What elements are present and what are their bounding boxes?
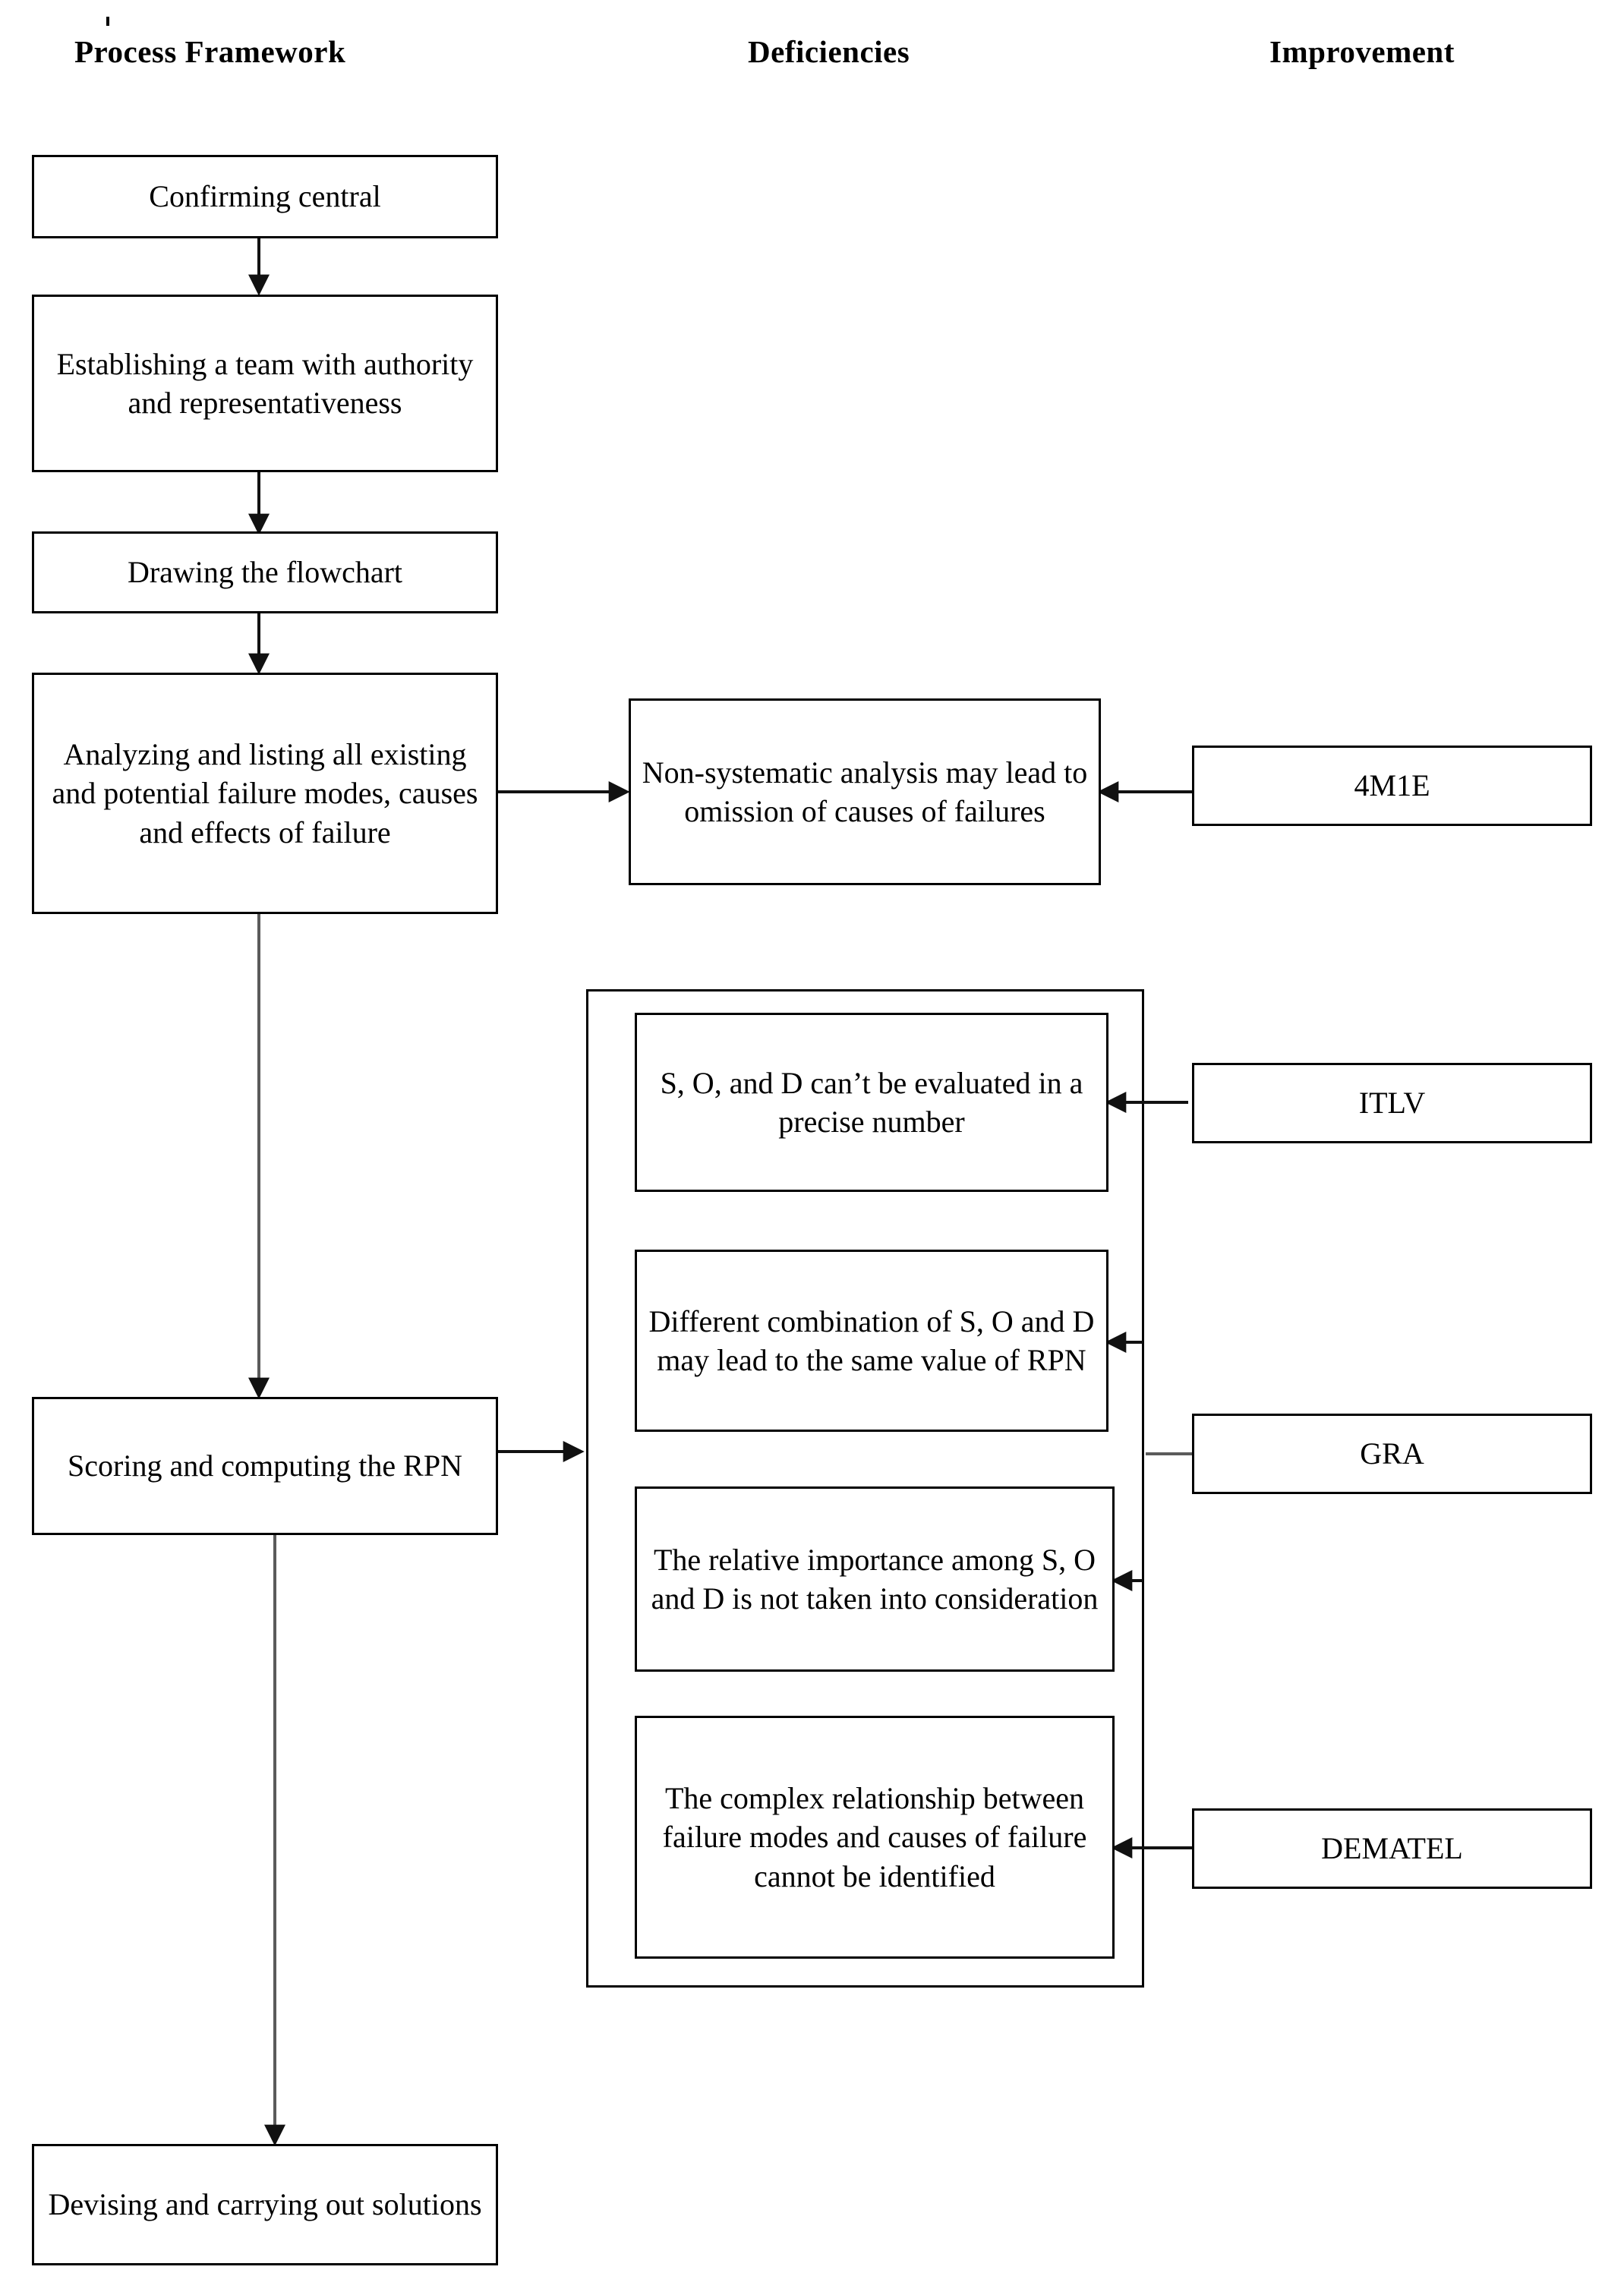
process-node-analyzing-failure-modes-label: Analyzing and listing all existing and p… [52, 737, 478, 850]
process-node-devising-solutions-label: Devising and carrying out solutions [48, 2187, 482, 2222]
deficiency-node-same-rpn-value[interactable]: Different combination of S, O and D may … [635, 1250, 1108, 1432]
deficiency-node-non-systematic-analysis[interactable]: Non-systematic analysis may lead to omis… [629, 698, 1101, 885]
process-node-establishing-team[interactable]: Establishing a team with authority and r… [32, 295, 498, 472]
deficiency-node-sod-not-precise-label: S, O, and D can’t be evaluated in a prec… [660, 1065, 1083, 1139]
process-node-confirming-central-label: Confirming central [149, 179, 381, 214]
improvement-node-dematel[interactable]: DEMATEL [1192, 1808, 1592, 1889]
process-node-devising-solutions[interactable]: Devising and carrying out solutions [32, 2144, 498, 2265]
improvement-node-4m1e-label: 4M1E [1354, 768, 1430, 803]
improvement-node-4m1e[interactable]: 4M1E [1192, 746, 1592, 826]
deficiency-node-non-systematic-analysis-label: Non-systematic analysis may lead to omis… [642, 755, 1088, 828]
improvement-node-gra[interactable]: GRA [1192, 1414, 1592, 1494]
deficiency-group-container [586, 989, 1144, 1988]
stray-ink-mark [106, 17, 109, 26]
improvement-node-dematel-label: DEMATEL [1321, 1831, 1463, 1866]
process-node-drawing-flowchart[interactable]: Drawing the flowchart [32, 531, 498, 613]
process-node-analyzing-failure-modes[interactable]: Analyzing and listing all existing and p… [32, 673, 498, 914]
process-node-scoring-rpn[interactable]: Scoring and computing the RPN [32, 1397, 498, 1535]
process-node-confirming-central[interactable]: Confirming central [32, 155, 498, 238]
process-node-establishing-team-label: Establishing a team with authority and r… [56, 346, 474, 420]
deficiency-node-sod-not-precise[interactable]: S, O, and D can’t be evaluated in a prec… [635, 1013, 1108, 1192]
deficiency-node-complex-relationship[interactable]: The complex relationship between failure… [635, 1716, 1115, 1959]
process-node-drawing-flowchart-label: Drawing the flowchart [127, 555, 403, 590]
deficiency-node-relative-importance-label: The relative importance among S, O and D… [651, 1542, 1099, 1616]
deficiency-node-relative-importance[interactable]: The relative importance among S, O and D… [635, 1486, 1115, 1672]
deficiency-node-same-rpn-value-label: Different combination of S, O and D may … [648, 1304, 1095, 1377]
deficiency-node-complex-relationship-label: The complex relationship between failure… [662, 1781, 1087, 1893]
improvement-node-itlv[interactable]: ITLV [1192, 1063, 1592, 1143]
column-header-improvement: Improvement [1269, 34, 1455, 69]
process-node-scoring-rpn-label: Scoring and computing the RPN [68, 1449, 462, 1483]
improvement-node-gra-label: GRA [1360, 1436, 1424, 1471]
column-header-deficiencies: Deficiencies [748, 34, 910, 69]
improvement-node-itlv-label: ITLV [1358, 1086, 1426, 1121]
column-header-process-framework: Process Framework [74, 34, 346, 69]
